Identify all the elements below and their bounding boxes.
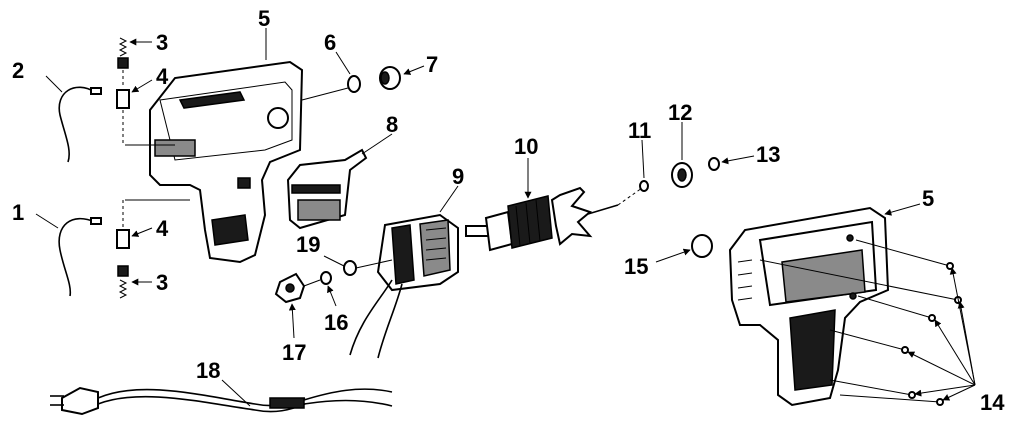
callout-14: 14 xyxy=(980,390,1005,415)
ball-bearing xyxy=(671,162,693,188)
callout-4-upper: 4 xyxy=(156,64,169,89)
callout-17: 17 xyxy=(282,340,306,365)
callout-9: 9 xyxy=(452,164,464,189)
callout-3-upper: 3 xyxy=(156,30,168,55)
callout-4-lower: 4 xyxy=(156,216,169,241)
callout-labels: 2 1 3 4 4 3 5 6 7 8 9 10 11 12 13 5 15 1… xyxy=(12,6,1005,415)
brush-spring-upper xyxy=(117,37,129,69)
bearing-sleeve xyxy=(379,66,401,90)
callout-8: 8 xyxy=(386,112,398,137)
trigger-switch xyxy=(286,148,368,230)
small-washer xyxy=(320,271,332,285)
callout-5-left: 5 xyxy=(258,6,270,31)
callout-1: 1 xyxy=(12,200,24,225)
brush-lead-wire-upper xyxy=(58,86,102,163)
callout-6: 6 xyxy=(324,30,336,55)
housing-screws xyxy=(759,239,976,406)
thrust-washer xyxy=(343,259,393,276)
callout-7: 7 xyxy=(426,52,438,77)
callout-11: 11 xyxy=(628,118,651,143)
rear-bearing xyxy=(274,272,321,304)
callout-15: 15 xyxy=(624,254,648,279)
washer xyxy=(301,75,361,101)
callout-10: 10 xyxy=(514,134,538,159)
callout-13: 13 xyxy=(756,142,780,167)
callout-3-lower: 3 xyxy=(156,270,168,295)
callout-19: 19 xyxy=(296,232,320,257)
end-washer xyxy=(708,157,720,171)
callout-5-right: 5 xyxy=(922,186,934,211)
field-stator xyxy=(349,213,459,359)
brush-holder-lower xyxy=(116,200,130,249)
housing-half-left xyxy=(125,60,304,264)
leader-lines xyxy=(35,28,921,407)
armature-washer xyxy=(639,180,649,192)
armature xyxy=(465,186,643,252)
brush-holder-upper xyxy=(116,70,130,145)
callout-18: 18 xyxy=(196,358,220,383)
callout-16: 16 xyxy=(324,310,348,335)
power-cord xyxy=(50,386,393,416)
brush-lead-wire-lower xyxy=(58,217,102,297)
callout-12: 12 xyxy=(668,100,692,125)
nameplate-disc xyxy=(691,234,713,258)
brush-spring-lower xyxy=(117,265,129,299)
housing-half-right xyxy=(728,206,890,407)
callout-2: 2 xyxy=(12,58,24,83)
